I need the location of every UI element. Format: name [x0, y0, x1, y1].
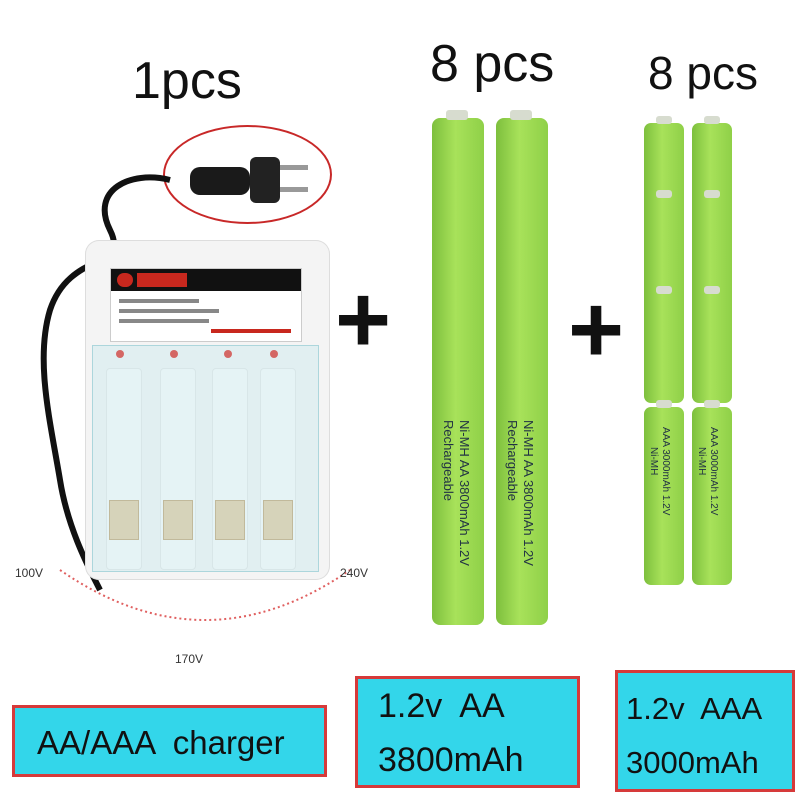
aa-battery-print: Ni-MH AA 3800mAh 1.2V — [521, 420, 536, 566]
charge-led — [224, 350, 232, 358]
aaa-battery: AAA 3000mAh 1.2V Ni-MH — [644, 400, 684, 585]
charger-label — [110, 268, 302, 342]
aaa-info-box: 1.2v AAA 3000mAh — [615, 670, 795, 792]
aaa-info-voltage: 1.2v AAA — [626, 691, 763, 726]
charger-info-text: AA/AAA charger — [37, 724, 285, 761]
voltage-range-arc — [59, 569, 351, 621]
slot-contact — [163, 500, 193, 540]
charger-transparent-cover — [92, 345, 319, 572]
slot-contact — [109, 500, 139, 540]
aa-battery: Ni-MH AA 3800mAh 1.2V Rechargeable — [432, 400, 484, 625]
aaa-info-capacity: 3000mAh — [626, 745, 759, 780]
charger-info-box: AA/AAA charger — [12, 705, 327, 777]
aaa-battery-print: AAA 3000mAh 1.2V — [660, 427, 671, 516]
aaa-battery-print: Ni-MH — [696, 447, 707, 476]
voltage-label-min: 100V — [15, 566, 44, 580]
charger-quantity-heading: 1pcs — [132, 52, 242, 110]
slot-contact — [215, 500, 245, 540]
voltage-label-mid: 170V — [175, 652, 204, 666]
aaa-battery — [644, 286, 684, 403]
aa-info-voltage: 1.2v AA — [378, 687, 505, 725]
charge-led — [270, 350, 278, 358]
charge-led — [170, 350, 178, 358]
plus-sign: + — [568, 276, 625, 383]
aaa-battery-print: AAA 3000mAh 1.2V — [708, 427, 719, 516]
aaa-battery: AAA 3000mAh 1.2V Ni-MH — [692, 400, 732, 585]
aaa-quantity-heading: 8 pcs — [648, 47, 758, 99]
aa-info-box: 1.2v AA 3800mAh — [355, 676, 580, 788]
aa-info-capacity: 3800mAh — [378, 741, 524, 779]
aa-battery-stack: Ni-MH AA 3800mAh 1.2V Rechargeable Ni-MH… — [432, 110, 572, 630]
plug-inset — [163, 125, 332, 224]
slot-contact — [263, 500, 293, 540]
plug-icon — [190, 157, 308, 203]
aa-quantity-heading: 8 pcs — [430, 35, 555, 93]
voltage-label-max: 240V — [340, 566, 369, 580]
aaa-battery-stack: AAA 3000mAh 1.2V Ni-MH AAA 3000mAh 1.2V … — [644, 115, 744, 615]
plus-sign: + — [335, 266, 392, 373]
brand-logo-icon — [117, 273, 133, 287]
charger-cord — [40, 174, 171, 592]
aa-battery-print: Ni-MH AA 3800mAh 1.2V — [457, 420, 472, 566]
aa-battery-print: Rechargeable — [441, 420, 456, 501]
aaa-battery-print: Ni-MH — [648, 447, 659, 476]
aa-battery-print: Rechargeable — [505, 420, 520, 501]
aa-battery: Ni-MH AA 3800mAh 1.2V Rechargeable — [496, 400, 548, 625]
aaa-battery — [692, 286, 732, 403]
charge-led — [116, 350, 124, 358]
